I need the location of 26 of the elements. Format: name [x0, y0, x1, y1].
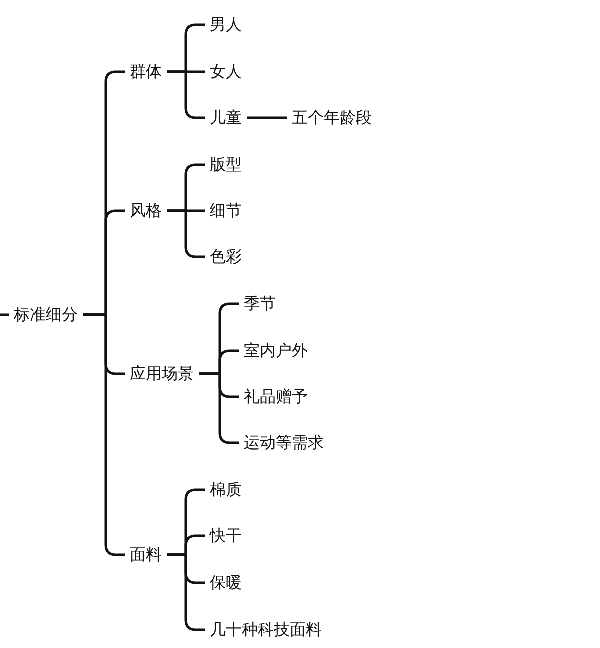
- topic-text: 几十种科技面料: [205, 620, 327, 640]
- topic-text: 色彩: [205, 247, 247, 267]
- branch-line: [247, 116, 287, 120]
- topic-text: 运动等需求: [239, 433, 329, 453]
- topic-text: 面料: [125, 545, 167, 565]
- topic-text: 细节: [205, 201, 247, 221]
- topic-text: 室内户外: [239, 341, 313, 361]
- branch-line: [199, 372, 239, 444]
- topic-text: 保暖: [205, 573, 247, 593]
- topic-text: 应用场景: [125, 364, 199, 384]
- topic-text: 群体: [125, 62, 167, 82]
- topic-text: 五个年龄段: [287, 108, 377, 128]
- topic-text: 快干: [205, 526, 247, 546]
- root-topic: 标准细分: [9, 305, 83, 325]
- branch-line: [0, 314, 9, 316]
- topic-text: 男人: [205, 15, 247, 35]
- branch-line: [167, 210, 205, 258]
- topic-text: 棉质: [205, 480, 247, 500]
- branch-line: [167, 70, 205, 120]
- branch-line: [167, 554, 205, 632]
- topic-text: 风格: [125, 201, 167, 221]
- topic-text: 儿童: [205, 108, 247, 128]
- topic-text: 女人: [205, 62, 247, 82]
- topic-text: 季节: [239, 294, 281, 314]
- topic-text: 礼品赠予: [239, 387, 313, 407]
- topic-text: 版型: [205, 155, 247, 175]
